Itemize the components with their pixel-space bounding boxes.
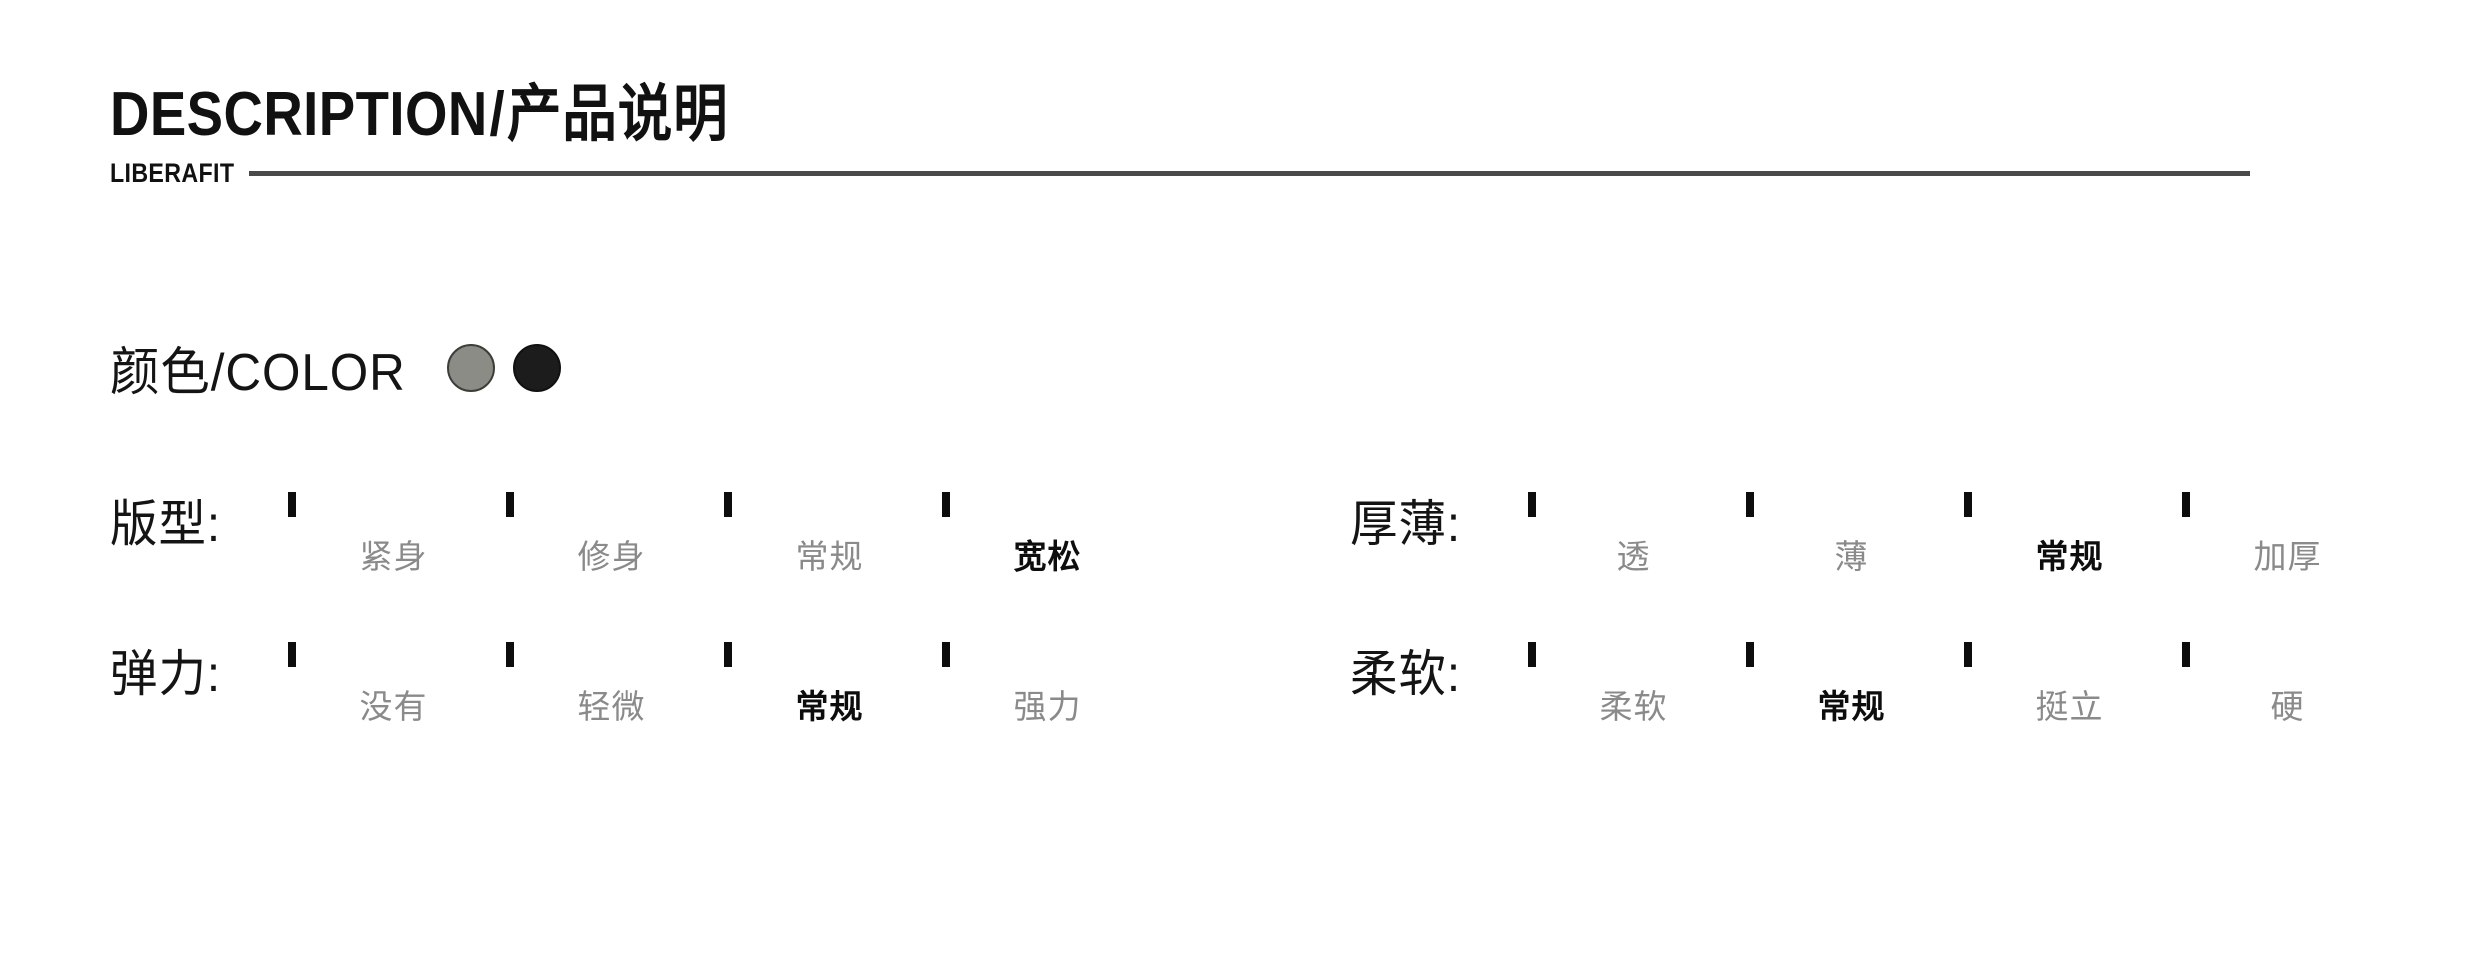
scale-box-fit-1	[288, 492, 296, 517]
page-title-en: DESCRIPTION	[110, 80, 488, 149]
scale-caption-softness-4: 硬	[2270, 688, 2305, 725]
scale-cell-thickness-1[interactable]: 透	[1528, 492, 1739, 578]
page-header: DESCRIPTION/产品说明 LIBERAFIT	[110, 82, 2410, 189]
scale-caption-thickness-1: 透	[1616, 538, 1651, 575]
color-section: 颜色/COLOR	[110, 330, 562, 405]
scale-caption-thickness-3: 常规	[2035, 538, 2104, 575]
scale-box-elasticity-3	[724, 642, 732, 667]
scale-caption-elasticity-4: 强力	[1013, 688, 1082, 725]
scale-cell-elasticity-2[interactable]: 轻微	[506, 642, 717, 728]
scale-box-fit-3	[724, 492, 732, 517]
attribute-row-elasticity: 弹力: 没有 轻微 常规 强	[110, 642, 1153, 728]
color-section-label: 颜色/COLOR	[110, 344, 406, 402]
scale-box-softness-1	[1528, 642, 1536, 667]
scale-box-fit-4	[942, 492, 950, 517]
attribute-scale-elasticity: 没有 轻微 常规 强力	[288, 642, 1153, 728]
scale-cell-fit-2[interactable]: 修身	[506, 492, 717, 578]
attribute-label-softness: 柔软:	[1350, 646, 1462, 702]
scale-caption-thickness-2: 薄	[1834, 538, 1869, 575]
scale-box-fit-2	[506, 492, 514, 517]
scale-box-thickness-3	[1964, 492, 1972, 517]
scale-caption-fit-1: 紧身	[359, 538, 428, 575]
scale-cell-thickness-3[interactable]: 常规	[1964, 492, 2175, 578]
scale-box-thickness-2	[1746, 492, 1754, 517]
black-swatch[interactable]	[513, 343, 562, 392]
scale-cell-elasticity-4[interactable]: 强力	[942, 642, 1153, 728]
scale-box-elasticity-1	[288, 642, 296, 667]
scale-caption-elasticity-3: 常规	[795, 688, 864, 725]
attribute-scale-fit: 紧身 修身 常规 宽松	[288, 492, 1153, 578]
attribute-scale-thickness: 透 薄 常规 加厚	[1528, 492, 2393, 578]
scale-box-softness-2	[1746, 642, 1754, 667]
attribute-label-fit: 版型:	[110, 496, 222, 552]
page-title: DESCRIPTION/产品说明	[110, 82, 2134, 148]
attribute-column-left: 版型: 紧身 修身 常规 宽	[110, 492, 1153, 796]
scale-box-thickness-4	[2182, 492, 2190, 517]
scale-box-softness-3	[1964, 642, 1972, 667]
header-divider	[248, 170, 2250, 176]
scale-caption-thickness-4: 加厚	[2253, 538, 2322, 575]
attribute-label-elasticity: 弹力:	[110, 646, 222, 702]
scale-caption-softness-2: 常规	[1817, 688, 1886, 725]
scale-cell-elasticity-1[interactable]: 没有	[288, 642, 499, 728]
scale-cell-thickness-4[interactable]: 加厚	[2182, 492, 2393, 578]
scale-caption-fit-4: 宽松	[1013, 538, 1082, 575]
attribute-column-right: 厚薄: 透 薄 常规 加厚	[1350, 492, 2393, 796]
scale-cell-thickness-2[interactable]: 薄	[1746, 492, 1957, 578]
scale-cell-softness-2[interactable]: 常规	[1746, 642, 1957, 728]
gray-swatch[interactable]	[447, 343, 496, 392]
attribute-row-softness: 柔软: 柔软 常规 挺立 硬	[1350, 642, 2393, 728]
attribute-label-thickness: 厚薄:	[1350, 496, 1462, 552]
title-separator: /	[489, 80, 506, 149]
scale-cell-softness-1[interactable]: 柔软	[1528, 642, 1739, 728]
color-swatch-list	[447, 343, 562, 392]
scale-box-thickness-1	[1528, 492, 1536, 517]
attribute-scale-softness: 柔软 常规 挺立 硬	[1528, 642, 2393, 728]
scale-caption-elasticity-2: 轻微	[577, 688, 646, 725]
scale-caption-softness-3: 挺立	[2035, 688, 2104, 725]
scale-caption-fit-3: 常规	[795, 538, 864, 575]
scale-caption-softness-1: 柔软	[1599, 688, 1668, 725]
scale-box-elasticity-2	[506, 642, 514, 667]
scale-cell-fit-1[interactable]: 紧身	[288, 492, 499, 578]
attribute-row-thickness: 厚薄: 透 薄 常规 加厚	[1350, 492, 2393, 578]
scale-cell-softness-4[interactable]: 硬	[2182, 642, 2393, 728]
scale-caption-fit-2: 修身	[577, 538, 646, 575]
brand-rule-row: LIBERAFIT	[110, 158, 2250, 189]
scale-cell-softness-3[interactable]: 挺立	[1964, 642, 2175, 728]
scale-cell-fit-3[interactable]: 常规	[724, 492, 935, 578]
scale-cell-fit-4[interactable]: 宽松	[942, 492, 1153, 578]
scale-caption-elasticity-1: 没有	[359, 688, 428, 725]
page-title-cn: 产品说明	[506, 80, 729, 149]
attribute-row-fit: 版型: 紧身 修身 常规 宽	[110, 492, 1153, 578]
scale-cell-elasticity-3[interactable]: 常规	[724, 642, 935, 728]
scale-box-elasticity-4	[942, 642, 950, 667]
brand-name: LIBERAFIT	[110, 157, 235, 188]
scale-box-softness-4	[2182, 642, 2190, 667]
